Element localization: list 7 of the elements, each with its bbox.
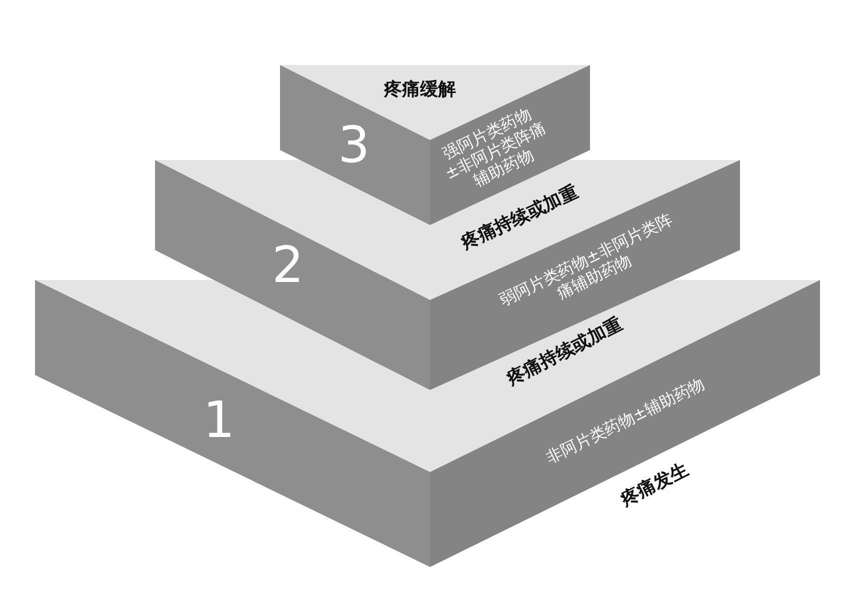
step-number: 3 <box>338 120 370 170</box>
medication-text: 强阿片类药物±非阿片类阵痛辅助药物 <box>438 107 550 192</box>
step-number: 2 <box>272 240 304 290</box>
stage-label: 疼痛发生 <box>618 458 692 512</box>
stage-label: 疼痛缓解 <box>384 79 456 101</box>
step-number: 1 <box>203 395 235 445</box>
stage-label: 疼痛持续或加重 <box>504 314 626 390</box>
